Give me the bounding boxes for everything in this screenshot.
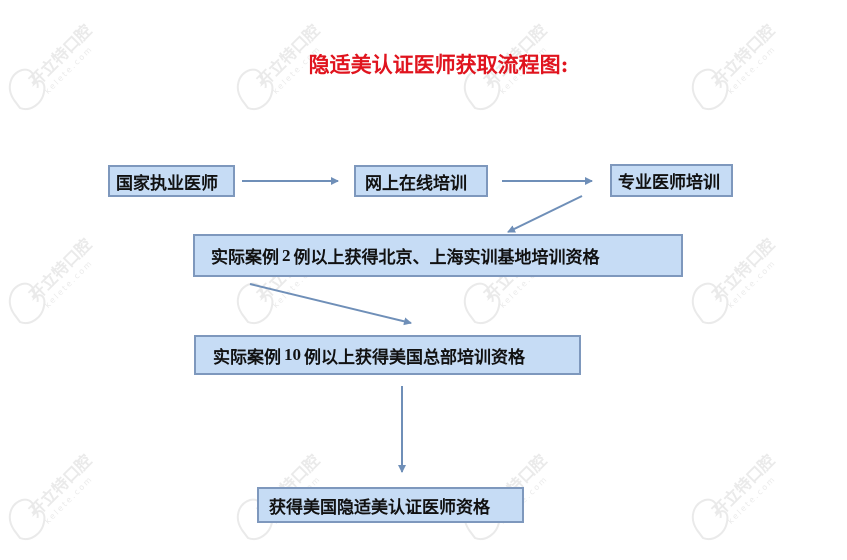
step-2-cases-china-training: 实际案例 2 例以上获得北京、上海实训基地培训资格: [193, 234, 683, 277]
step-label: 专业医师培训: [618, 173, 720, 193]
step-label-prefix: 实际案例: [213, 347, 281, 368]
diagram-title: 隐适美认证医师获取流程图:: [308, 52, 569, 77]
step-label-prefix: 实际案例: [211, 248, 279, 268]
step-label: 获得美国隐适美认证医师资格: [269, 497, 490, 518]
step-label-suffix: 例以上获得北京、上海实训基地培训资格: [293, 248, 600, 268]
step-licensed-physician: 国家执业医师: [108, 165, 235, 197]
step-label: 网上在线培训: [365, 173, 467, 194]
step-label-suffix: 例以上获得美国总部培训资格: [304, 347, 525, 368]
step-professional-training: 专业医师培训: [610, 164, 733, 197]
step-10-cases-hq-training: 实际案例 10 例以上获得美国总部培训资格: [194, 335, 581, 375]
step-case-count: 10: [284, 345, 301, 364]
step-certified-physician: 获得美国隐适美认证医师资格: [257, 487, 524, 523]
step-label: 国家执业医师: [116, 173, 218, 194]
step-online-training: 网上在线培训: [354, 165, 488, 197]
step-case-count: 2: [282, 245, 291, 265]
